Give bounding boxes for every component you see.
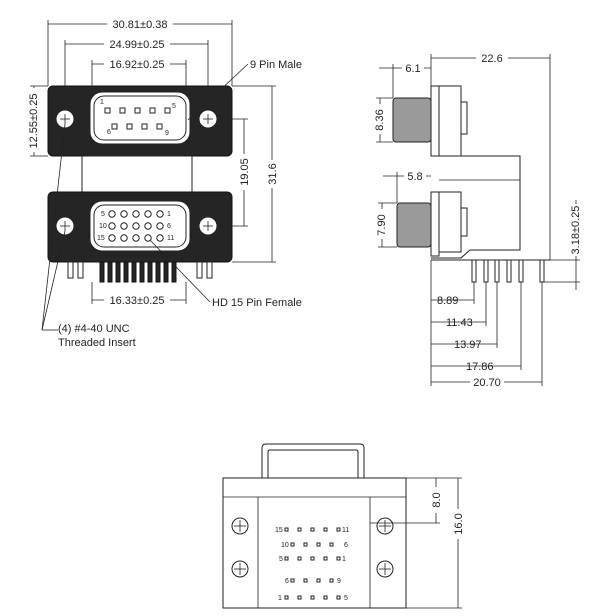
side-rear-housing bbox=[431, 155, 521, 259]
dim-top-protrusion: 6.1 bbox=[405, 63, 420, 75]
dim-overall-width: 30.81±0.38 bbox=[113, 19, 168, 31]
bottom-pin-label-5b: 5 bbox=[344, 595, 348, 602]
bottom-pin-label-15: 15 bbox=[275, 527, 283, 534]
side-view: 22.6 6.1 8.36 5.8 7.90 3.18±0.25 8.89 bbox=[373, 51, 583, 389]
top-pin-label-6: 6 bbox=[107, 129, 111, 136]
bottom-view-mount-holes bbox=[231, 517, 394, 578]
side-pins bbox=[471, 259, 545, 283]
dim-pin-4: 17.86 bbox=[466, 361, 494, 373]
dim-pin-1: 8.89 bbox=[437, 295, 458, 307]
side-bottom-shell bbox=[396, 202, 432, 248]
dim-bottom-side-height: 7.90 bbox=[376, 214, 388, 235]
label-threaded-insert-2: Threaded Insert bbox=[58, 337, 136, 349]
dim-bottom-height: 16.0 bbox=[453, 513, 465, 534]
bottom-view-shroud bbox=[261, 443, 365, 485]
dim-bottom-shell-width: 16.33±0.25 bbox=[110, 295, 165, 307]
bottom-pin-label-1: 1 bbox=[167, 211, 171, 218]
bottom-pin-label-15: 15 bbox=[97, 235, 105, 242]
dim-top-shell-width: 16.92±0.25 bbox=[110, 59, 165, 71]
dim-bottom-offset: 8.0 bbox=[431, 492, 443, 507]
bottom-pin-grid bbox=[108, 210, 164, 242]
bottom-pin-label-6: 6 bbox=[167, 223, 171, 230]
dim-pin-3: 13.97 bbox=[454, 339, 482, 351]
dim-top-height: 12.55±0.25 bbox=[28, 94, 40, 149]
bottom-pin-label-5a: 5 bbox=[279, 556, 283, 563]
dim-bottom-protrusion: 5.8 bbox=[407, 171, 422, 183]
top-pin-label-9: 9 bbox=[165, 130, 169, 137]
top-pin-grid bbox=[104, 107, 171, 130]
label-threaded-insert-1: (4) #4-40 UNC bbox=[58, 323, 130, 335]
bottom-pin-label-1a: 1 bbox=[342, 556, 346, 563]
bottom-pin-label-1b: 1 bbox=[278, 595, 282, 602]
dim-pin-2: 11.43 bbox=[446, 317, 473, 329]
bottom-pin-label-9: 9 bbox=[337, 578, 341, 585]
bottom-pin-label-10: 10 bbox=[99, 223, 107, 230]
label-9-pin-male: 9 Pin Male bbox=[250, 59, 302, 71]
top-pin-label-5: 5 bbox=[172, 103, 176, 110]
dim-pin-height: 3.18±0.25 bbox=[570, 206, 582, 255]
dim-depth: 22.6 bbox=[481, 53, 502, 65]
front-view: 1 5 6 9 5 1 10 6 15 11 bbox=[26, 17, 302, 349]
side-top-flange bbox=[430, 85, 440, 157]
dim-port-spacing: 19.05 bbox=[239, 158, 251, 186]
bottom-pin-label-5: 5 bbox=[101, 211, 105, 218]
bottom-view: 15 11 10 6 5 1 6 9 1 5 8.0 16.0 bbox=[222, 443, 465, 609]
dim-overall-height: 31.6 bbox=[267, 163, 279, 184]
dim-hole-pitch: 24.99±0.25 bbox=[110, 39, 165, 51]
bottom-view-pin-holes bbox=[284, 527, 341, 600]
dim-top-side-height: 8.36 bbox=[374, 109, 386, 130]
bottom-view-plate bbox=[222, 477, 407, 609]
front-spacer bbox=[81, 155, 193, 193]
bottom-pin-label-11: 11 bbox=[342, 527, 349, 534]
side-top-shell bbox=[392, 97, 432, 143]
bottom-pin-label-6a: 6 bbox=[344, 542, 348, 549]
bottom-pin-label-11: 11 bbox=[167, 235, 174, 242]
side-bottom-flange bbox=[430, 191, 440, 257]
front-pcb-pins bbox=[67, 261, 213, 283]
bottom-pin-label-10: 10 bbox=[281, 542, 289, 549]
top-pin-label-1: 1 bbox=[100, 99, 104, 106]
bottom-pin-label-6b: 6 bbox=[285, 578, 289, 585]
side-bottom-body bbox=[438, 191, 462, 253]
label-hd15-pin-female: HD 15 Pin Female bbox=[212, 297, 302, 309]
dim-pin-5: 20.70 bbox=[473, 377, 501, 389]
side-top-body bbox=[438, 85, 462, 157]
